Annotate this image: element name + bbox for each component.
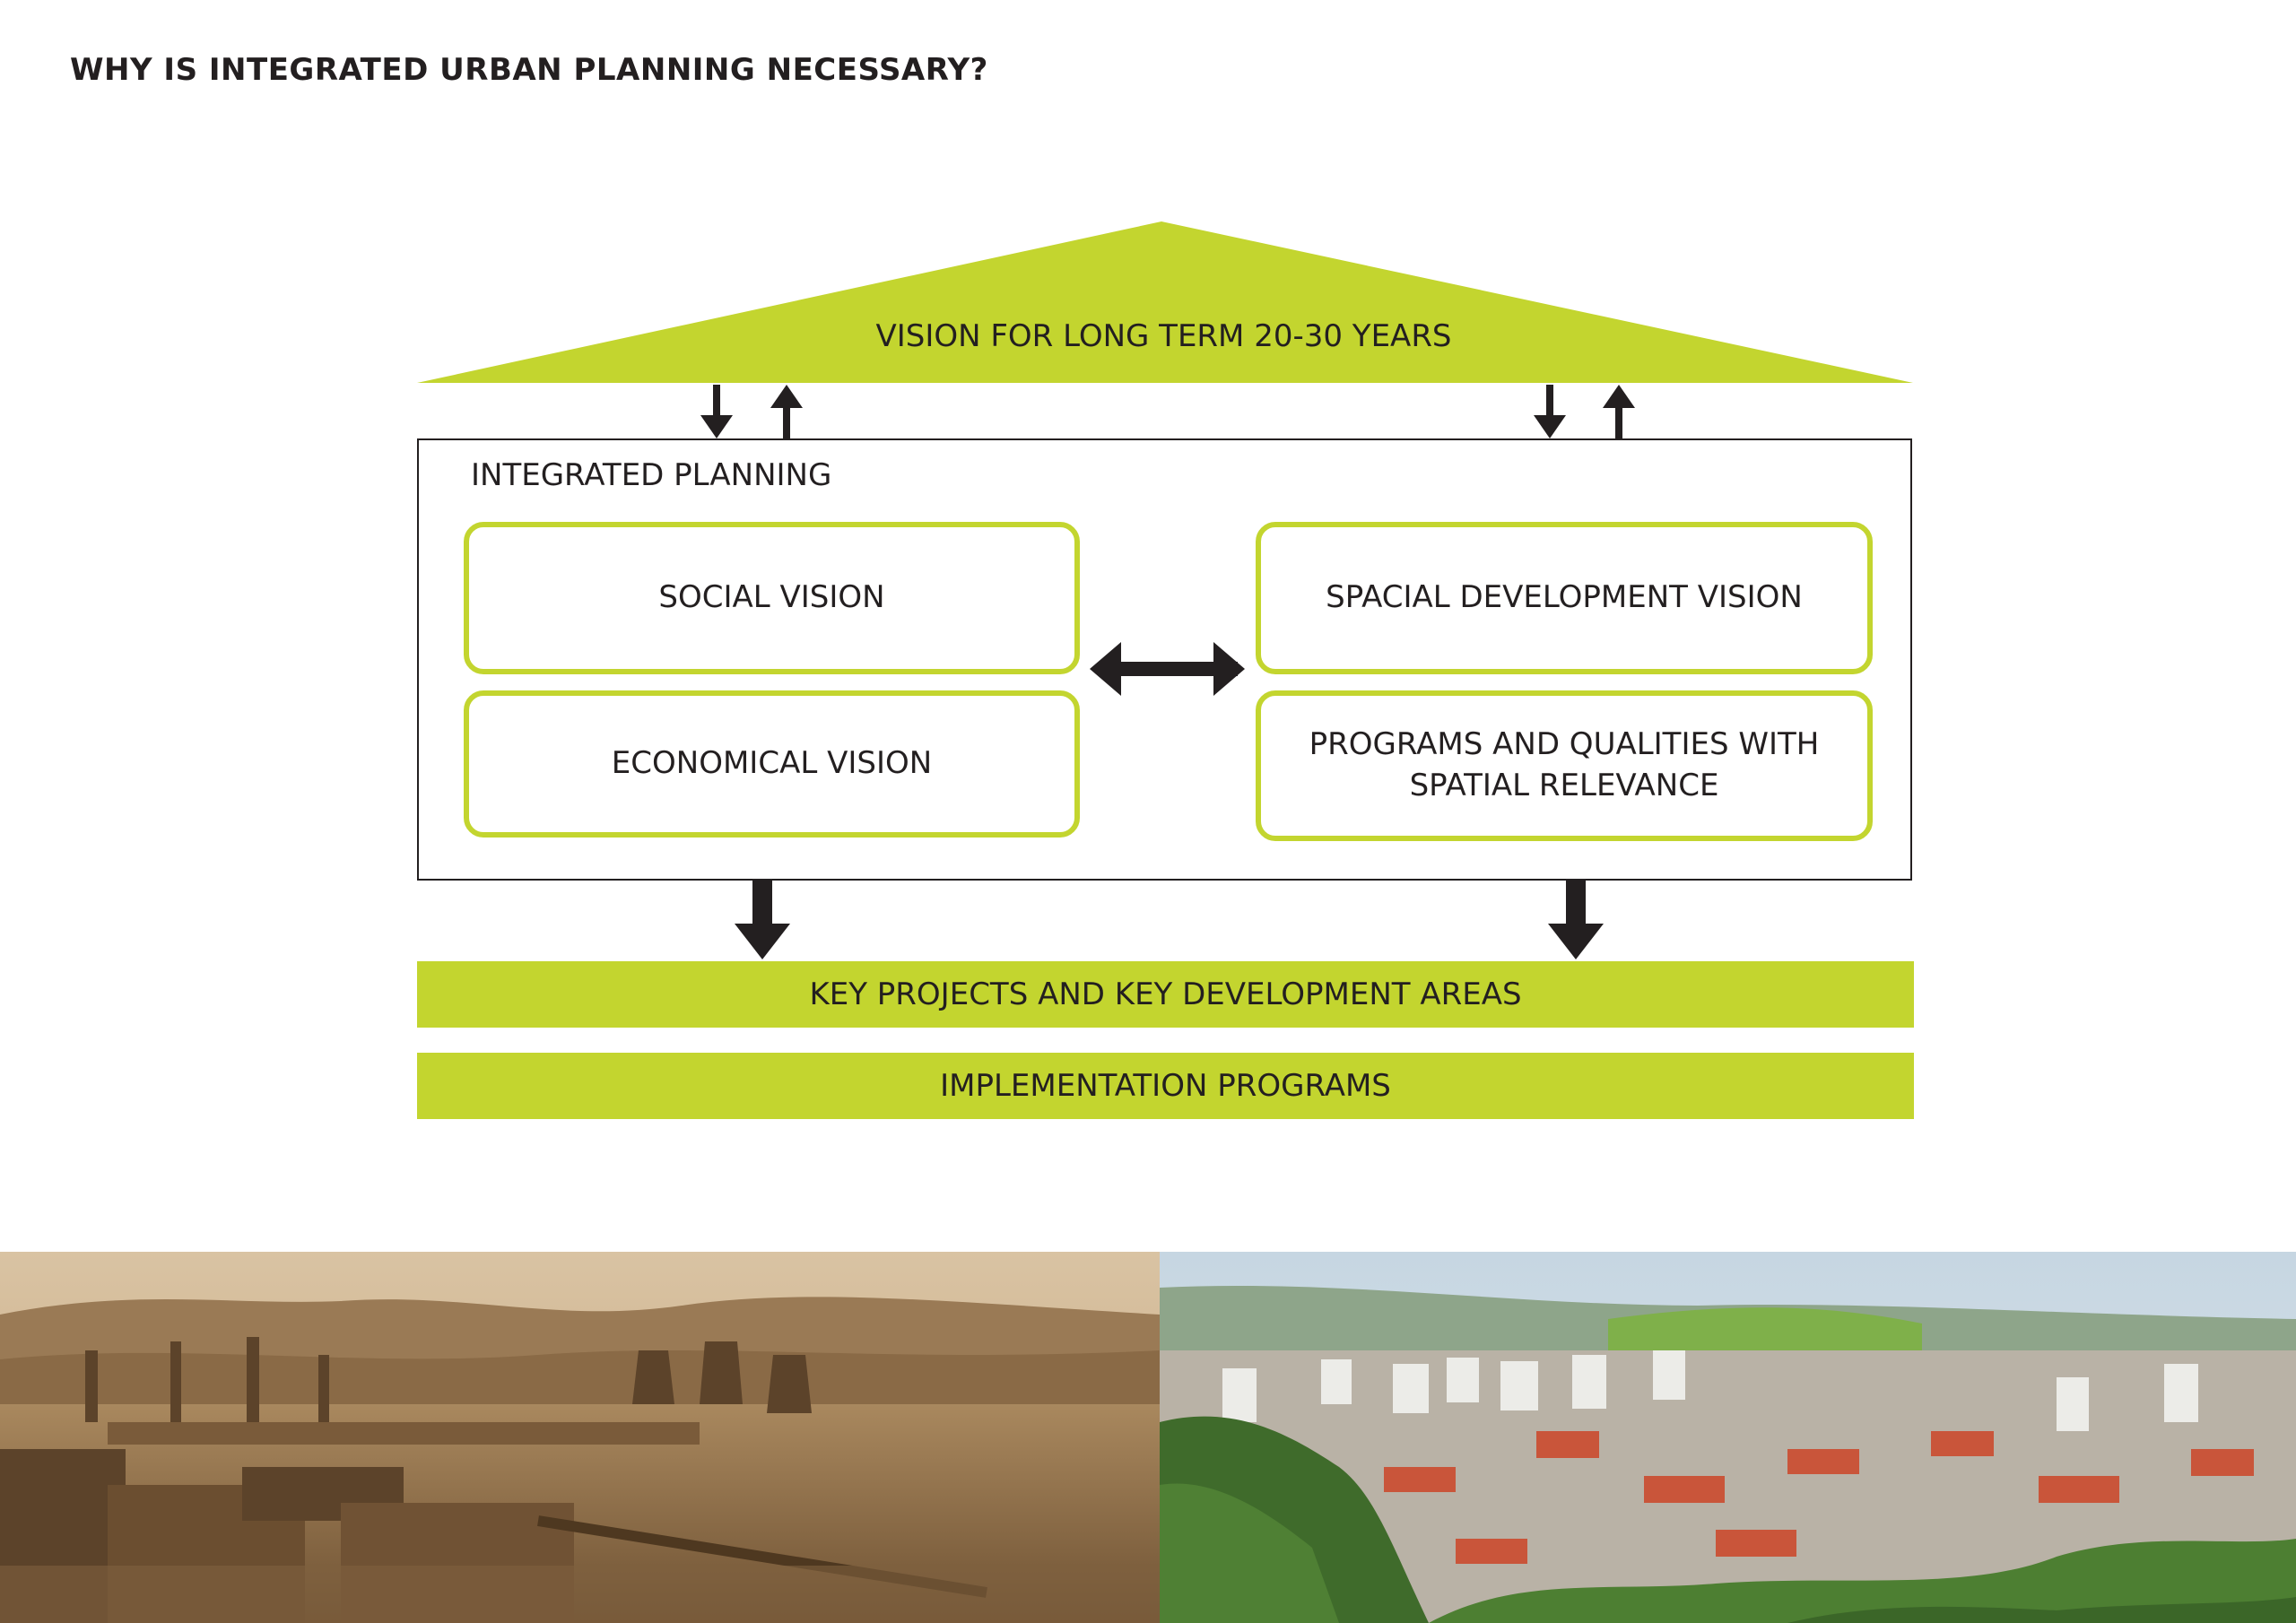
integrated-planning-label: INTEGRATED PLANNING — [471, 457, 832, 493]
diagram-shapes — [417, 221, 1913, 959]
integrated-planning-box — [417, 438, 1912, 881]
spacial-development-vision-label: SPACIAL DEVELOPMENT VISION — [1326, 579, 1803, 616]
implementation-programs-band: IMPLEMENTATION PROGRAMS — [417, 1053, 1914, 1119]
key-projects-label: KEY PROJECTS AND KEY DEVELOPMENT AREAS — [809, 976, 1522, 1012]
implementation-programs-label: IMPLEMENTATION PROGRAMS — [940, 1068, 1391, 1104]
arrow-up-left — [770, 385, 803, 438]
spacial-development-vision-card: SPACIAL DEVELOPMENT VISION — [1256, 522, 1873, 674]
programs-qualities-card: PROGRAMS AND QUALITIES WITH SPATIAL RELE… — [1256, 690, 1873, 841]
key-projects-band: KEY PROJECTS AND KEY DEVELOPMENT AREAS — [417, 961, 1914, 1028]
double-arrow — [1090, 642, 1245, 696]
roof-label: VISION FOR LONG TERM 20-30 YEARS — [875, 318, 1452, 354]
arrow-down-left — [700, 385, 733, 438]
arrow-down-right — [1534, 385, 1566, 438]
city-photo — [1160, 1252, 2296, 1623]
arrow-up-right — [1603, 385, 1635, 438]
arrow-down-box-left — [735, 881, 790, 959]
industrial-photo — [0, 1252, 1160, 1623]
programs-qualities-label: PROGRAMS AND QUALITIES WITH SPATIAL RELE… — [1309, 726, 1820, 803]
economical-vision-card: ECONOMICAL VISION — [464, 690, 1080, 838]
arrow-down-box-right — [1548, 881, 1604, 959]
social-vision-card: SOCIAL VISION — [464, 522, 1080, 674]
social-vision-label: SOCIAL VISION — [658, 579, 885, 616]
roof-triangle — [417, 221, 1913, 383]
page-title: WHY IS INTEGRATED URBAN PLANNING NECESSA… — [70, 52, 988, 88]
economical-vision-label: ECONOMICAL VISION — [611, 745, 933, 782]
